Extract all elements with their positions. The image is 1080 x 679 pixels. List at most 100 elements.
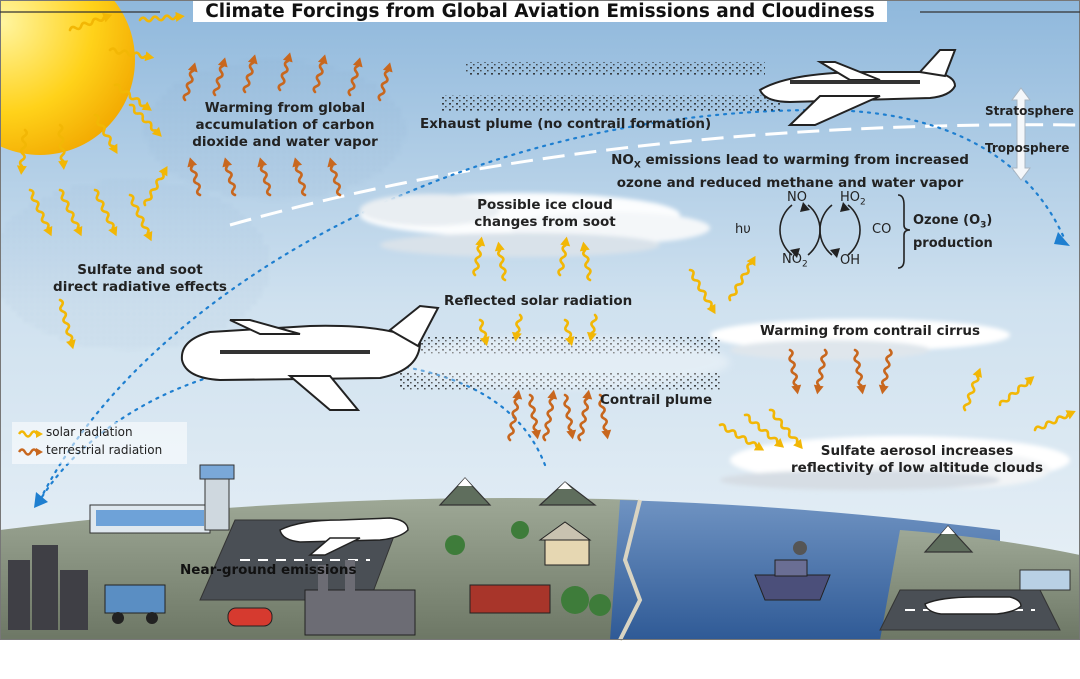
label-nox: NOX emissions lead to warming from incre…: [605, 152, 975, 192]
aerosol-reflect-arrow-2: [1033, 410, 1076, 432]
diagram-title-text: Climate Forcings from Global Aviation Em…: [193, 1, 887, 22]
co2-down-arrow-4: [327, 157, 342, 197]
sun-ray-5: [16, 128, 29, 175]
label-ice-cloud-l2: changes from soot: [474, 214, 616, 230]
reflected-down-arrow-0: [478, 318, 490, 347]
chem-ozone-sub: 3: [980, 220, 987, 231]
contrail-down-arrow-2: [598, 393, 612, 440]
sulfate-arrow-1: [58, 188, 83, 237]
label-ice-cloud-l1: Possible ice cloud: [477, 197, 613, 213]
co2-down-arrow-3: [292, 157, 307, 197]
chem-hv: hυ: [735, 222, 751, 237]
contrail-up-arrow-0: [507, 389, 523, 442]
reflected-arrow-0: [472, 236, 486, 277]
co2-up-arrow-1: [212, 57, 228, 97]
sulfate-arrow-3: [128, 193, 153, 242]
sulfate-dot-haze: [0, 180, 270, 350]
aerosol-reflect-arrow-0: [962, 367, 983, 412]
label-nox-l1-post: emissions lead to warming from increased: [640, 152, 969, 168]
co2-up-arrow-2: [242, 54, 258, 94]
cirrus-terr-arrow-0: [788, 348, 802, 395]
chem-ho2: HO2: [840, 190, 866, 208]
label-troposphere: Troposphere: [985, 141, 1070, 155]
sun-ray-7: [128, 103, 162, 137]
sun-ray-1: [108, 47, 155, 62]
label-warming-co2-l3: dioxide and water vapor: [192, 134, 378, 150]
legend-terrestrial-icon: [18, 448, 43, 456]
cirrus-terr-arrow-1: [813, 348, 828, 395]
label-sulfate-soot: Sulfate and soot direct radiative effect…: [40, 262, 240, 296]
sulfate-arrow-2: [93, 188, 118, 237]
cirrus-terr-arrow-3: [878, 348, 893, 395]
contrail-up-arrow-1: [542, 389, 558, 442]
legend: solar radiation terrestrial radiation: [12, 422, 187, 464]
label-sulfate-soot-l2: direct radiative effects: [53, 279, 227, 295]
cirrus-solar-arrow-0: [688, 268, 716, 315]
diagram-title: Climate Forcings from Global Aviation Em…: [0, 0, 1080, 24]
aerosol-arrow-2: [768, 408, 803, 450]
label-warming-co2: Warming from global accumulation of carb…: [185, 100, 385, 151]
radiation-arrows: [16, 11, 1076, 451]
vehicles-factory: [104, 560, 416, 636]
label-nox-l1-pre: NO: [611, 152, 634, 168]
label-sulfate-aerosol-l1: Sulfate aerosol increases: [820, 443, 1014, 459]
chem-ozone-l1: Ozone (O3): [913, 212, 993, 235]
chem-oh: OH: [840, 253, 861, 268]
co2-up-arrow-4: [312, 54, 328, 94]
plane-ground-left: [279, 517, 409, 556]
sun-ray-4: [57, 123, 69, 170]
chem-no2-base: NO: [782, 252, 802, 267]
legend-solar-icon: [18, 430, 43, 438]
reflected-arrow-3: [579, 241, 592, 282]
airplane-lower: [180, 304, 440, 411]
co2-dot-haze: [145, 60, 405, 200]
sulfate-up-arrow-0: [143, 166, 168, 207]
exhaust-plume-upper-2: [440, 95, 780, 111]
co2-up-arrow-5: [347, 57, 363, 97]
sun-ray-2: [113, 83, 152, 111]
sulfate-lower-arrow-0: [58, 298, 76, 350]
co2-up-arrow-6: [377, 62, 393, 102]
ship: [754, 541, 831, 601]
bottom-white-strip: [0, 640, 1080, 675]
contrail-cirrus-cloud: [710, 319, 1010, 360]
plane-ground-right: [924, 596, 1022, 615]
co2-down-arrow-0: [187, 157, 202, 197]
label-ice-cloud: Possible ice cloud changes from soot: [460, 197, 630, 231]
co2-up-arrow-0: [182, 62, 198, 102]
sun-ray-0: [68, 12, 113, 32]
ice-cloud: [360, 193, 710, 257]
contrail-up-arrow-2: [577, 389, 593, 442]
reflected-arrow-1: [494, 241, 507, 282]
low-altitude-cloud: [720, 436, 1070, 490]
tropopause-line: [229, 123, 1080, 227]
label-sulfate-aerosol-l2: reflectivity of low altitude clouds: [791, 460, 1043, 476]
label-nox-l2: ozone and reduced methane and water vapo…: [616, 174, 964, 191]
reflected-arrow-2: [557, 236, 571, 277]
chem-ozone-l2: production: [913, 235, 993, 251]
aerosol-arrow-1: [743, 413, 785, 448]
chem-co: CO: [872, 222, 892, 237]
contrail-glow: [390, 336, 730, 388]
label-contrail-plume: Contrail plume: [600, 392, 713, 408]
co2-up-arrow-3: [277, 52, 293, 92]
flight-path-dotted: [38, 108, 1067, 502]
chem-cycle: [779, 194, 911, 269]
label-sulfate-aerosol: Sulfate aerosol increases reflectivity o…: [782, 443, 1052, 477]
chem-no2: NO2: [782, 252, 808, 270]
flight-path-arrow-right: [1054, 232, 1070, 246]
label-stratosphere: Stratosphere: [985, 104, 1074, 118]
exhaust-plume-upper-1: [465, 62, 765, 76]
reflected-down-arrow-2: [563, 318, 575, 347]
reflected-down-arrow-3: [586, 313, 598, 342]
shoreline: [618, 499, 643, 641]
mountains: [438, 477, 974, 553]
aerosol-reflect-arrow-1: [998, 376, 1035, 407]
chem-ho2-sub: 2: [860, 197, 866, 208]
label-warming-co2-l1: Warming from global: [204, 100, 366, 116]
label-reflected-solar: Reflected solar radiation: [444, 293, 633, 309]
co2-down-arrow-1: [222, 157, 237, 197]
legend-solar-label: solar radiation: [46, 425, 133, 439]
